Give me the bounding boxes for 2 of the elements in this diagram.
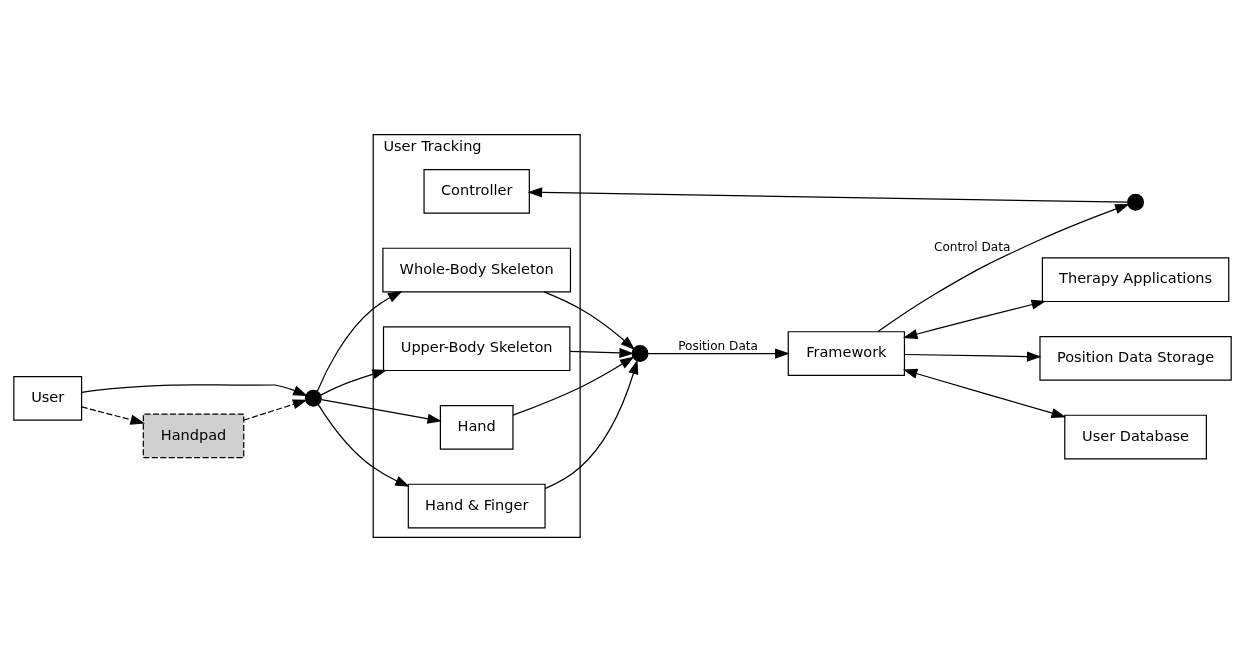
edge-label: Control Data [934,239,1011,254]
edge-label: Position Data [678,338,758,353]
